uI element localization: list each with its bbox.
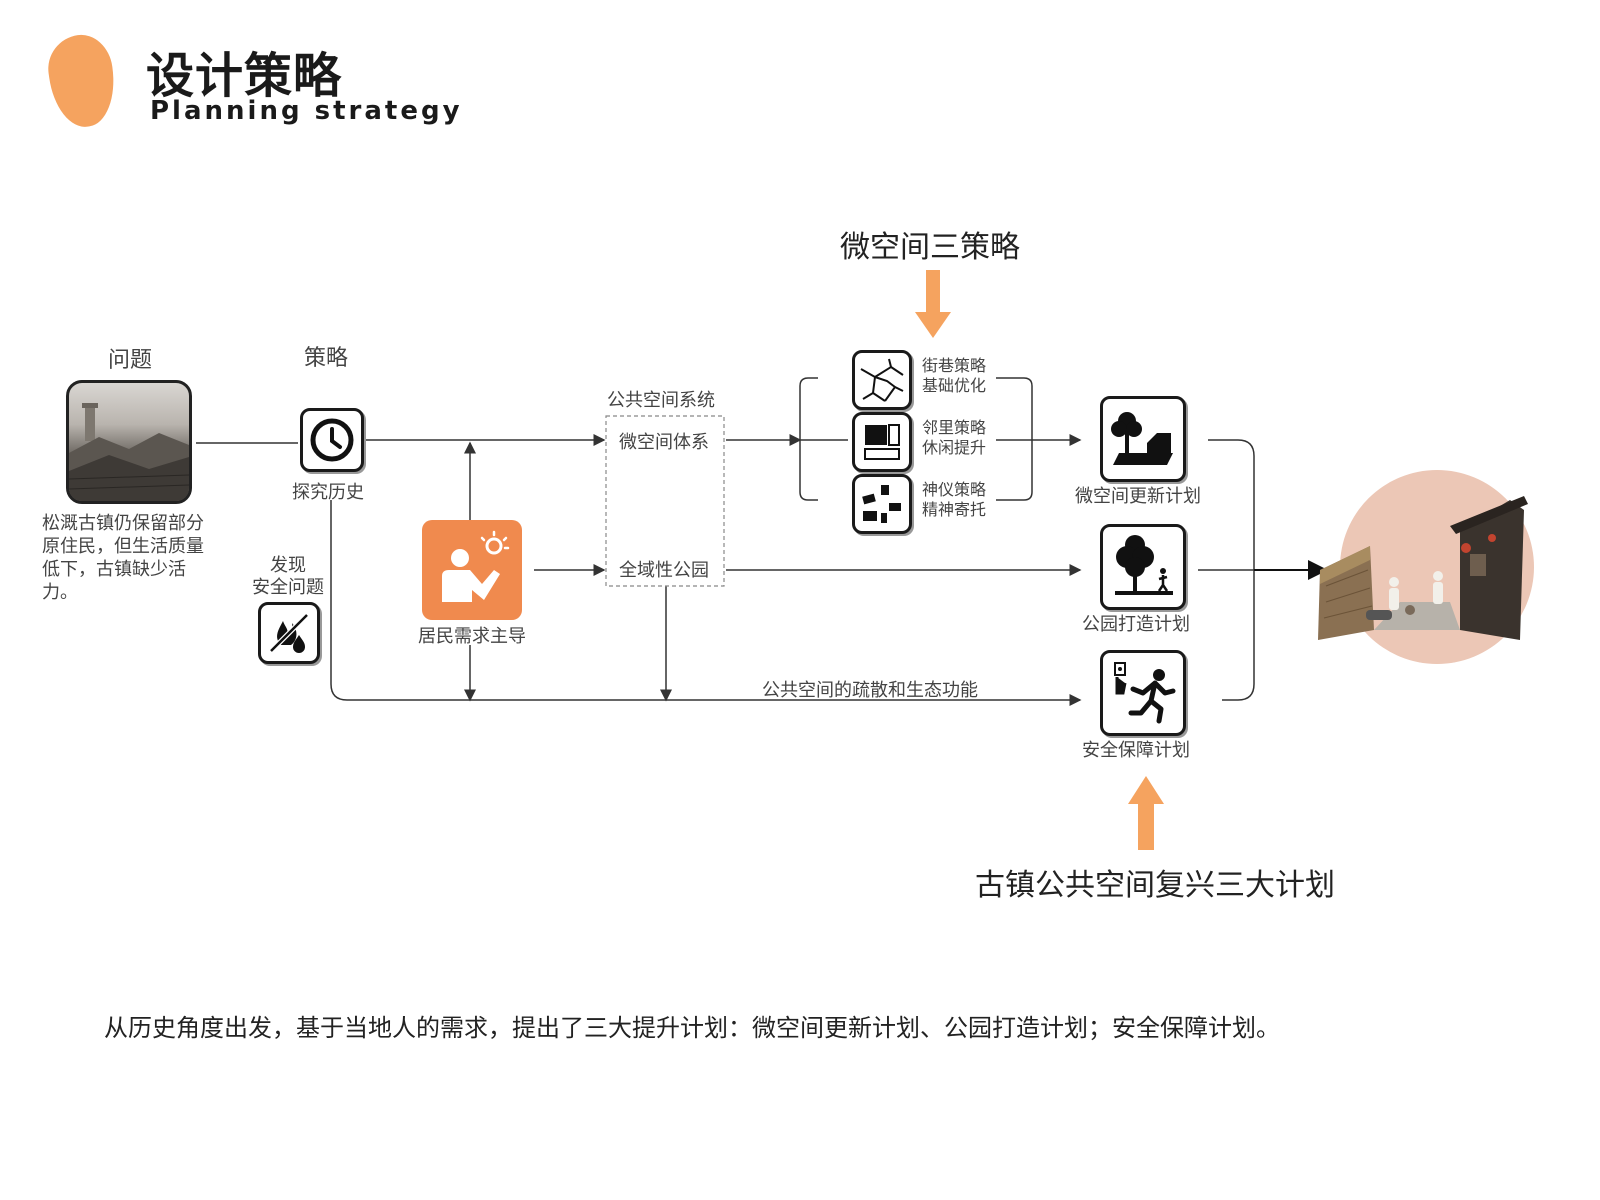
park-plan-box bbox=[1100, 524, 1186, 610]
neighborhood-strategy-line2: 休闲提升 bbox=[922, 438, 987, 457]
park-tree-icon bbox=[1115, 535, 1173, 595]
problem-header: 问题 bbox=[108, 348, 153, 373]
resident-demand-box bbox=[422, 520, 522, 620]
revived-street-illustration bbox=[1318, 496, 1528, 640]
neighborhood-strategy-line1: 邻里策略 bbox=[922, 418, 987, 437]
street-strategy-line1: 街巷策略 bbox=[922, 356, 987, 375]
neighborhood-strategy-box bbox=[852, 412, 912, 472]
citywide-park-label: 全域性公园 bbox=[617, 556, 711, 582]
safety-plan-label: 安全保障计划 bbox=[1082, 740, 1190, 761]
safety-icon-box bbox=[258, 602, 320, 664]
safety-issue-label: 发现 安全问题 bbox=[252, 555, 324, 598]
spiritual-strategy-line2: 精神寄托 bbox=[922, 500, 987, 519]
scattered-blocks-icon bbox=[862, 485, 901, 523]
problem-description: 松溉古镇仍保留部分原住民，但生活质量低下，古镇缺少活力。 bbox=[42, 513, 204, 603]
spiritual-strategy-text: 神仪策略 精神寄托 bbox=[922, 480, 986, 520]
resident-demand-label: 居民需求主导 bbox=[418, 626, 526, 647]
page-title: 设计策略 bbox=[146, 48, 343, 104]
strategy-header: 策略 bbox=[304, 346, 349, 371]
neighborhood-strategy-text: 邻里策略 休闲提升 bbox=[922, 418, 986, 458]
clock-icon bbox=[310, 418, 354, 462]
page-subtitle: Planning strategy bbox=[150, 96, 463, 126]
park-plan-label: 公园打造计划 bbox=[1082, 614, 1190, 635]
micro-renewal-plan-box bbox=[1100, 396, 1186, 482]
street-strategy-text: 街巷策略 基础优化 bbox=[922, 356, 986, 396]
history-clock-box bbox=[300, 408, 364, 472]
no-fire-icon bbox=[269, 613, 309, 653]
spiritual-strategy-line1: 神仪策略 bbox=[922, 480, 987, 499]
safety-plan-box bbox=[1100, 650, 1186, 736]
street-map-icon bbox=[860, 358, 904, 402]
footer-caption: 从历史角度出发，基于当地人的需求，提出了三大提升计划：微空间更新计划、公园打造计… bbox=[104, 1014, 1280, 1042]
evacuation-ecology-label: 公共空间的疏散和生态功能 bbox=[762, 680, 978, 701]
emergency-exit-icon bbox=[1114, 662, 1176, 724]
old-town-photo bbox=[66, 380, 192, 504]
tree-house-icon bbox=[1111, 412, 1173, 465]
spiritual-strategy-box bbox=[852, 474, 912, 534]
street-strategy-line2: 基础优化 bbox=[922, 376, 987, 395]
micro-renewal-plan-label: 微空间更新计划 bbox=[1075, 486, 1201, 507]
public-space-system-label: 公共空间系统 bbox=[607, 390, 715, 411]
micro-space-system-label: 微空间体系 bbox=[617, 428, 711, 454]
history-label: 探究历史 bbox=[292, 482, 364, 503]
resident-idea-icon bbox=[442, 530, 510, 602]
street-strategy-box bbox=[852, 350, 912, 410]
micro-strategy-title: 微空间三策略 bbox=[840, 230, 1020, 265]
revival-plans-title: 古镇公共空间复兴三大计划 bbox=[975, 868, 1335, 903]
old-town-roofs-icon bbox=[69, 403, 189, 501]
neighborhood-block-icon bbox=[864, 424, 900, 460]
